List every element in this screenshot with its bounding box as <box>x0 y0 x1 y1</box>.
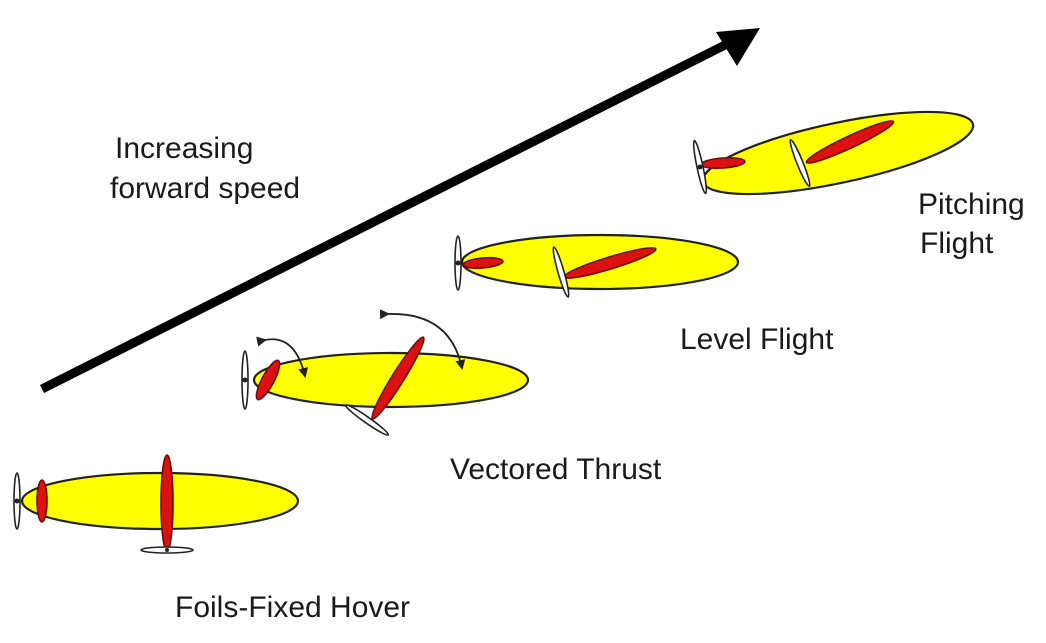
rotation-arrow-icon <box>256 336 309 378</box>
hover-label: Foils-Fixed Hover <box>175 591 410 624</box>
strut-fin <box>344 404 390 436</box>
main-foil <box>805 120 895 164</box>
rotation-arrow-icon <box>379 309 466 370</box>
vehicle-vectored-thrust <box>241 309 530 436</box>
pitching-label-line2: Flight <box>920 227 994 260</box>
main-foil <box>160 454 174 552</box>
speed-label-line1: Increasing <box>115 132 253 165</box>
increasing-speed-arrow <box>39 28 760 394</box>
vectored-label: Vectored Thrust <box>450 453 662 486</box>
vehicle-foils-fixed-hover <box>13 454 300 554</box>
rear-foil <box>36 479 48 523</box>
vehicle-level-flight <box>454 233 740 298</box>
strut-fin <box>552 246 570 298</box>
vehicle-hull <box>20 471 300 531</box>
rear-foil <box>462 256 504 270</box>
pitching-label-line1: Pitching <box>918 188 1025 221</box>
vehicle-pitching-flight <box>692 110 975 196</box>
speed-label-line2: forward speed <box>110 172 300 205</box>
strut-fin <box>789 138 811 188</box>
level-label: Level Flight <box>680 323 834 356</box>
